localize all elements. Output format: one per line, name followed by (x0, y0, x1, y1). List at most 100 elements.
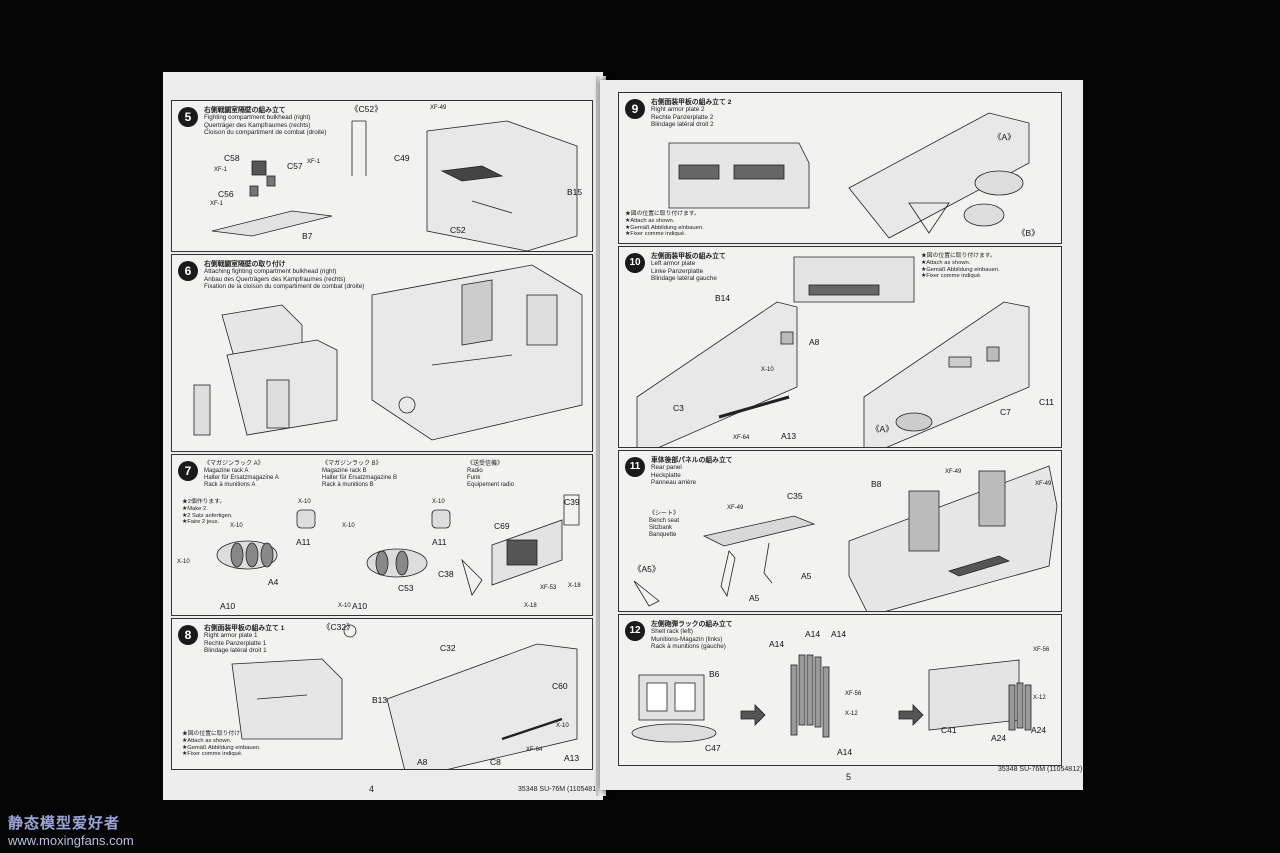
step-11-drawing (633, 465, 1058, 611)
step-10-panel: 10 左側面装甲板の組み立て Left armor plate Linke Pa… (618, 246, 1062, 448)
step-title-en: Right armor plate 1 (204, 632, 258, 640)
step-title-en: Left armor plate (651, 260, 696, 268)
sub-title: Equipement radio (467, 482, 515, 488)
step-title-en: Rear panel (651, 464, 682, 472)
note-line: ★図の位置に取り付けます。 (625, 211, 700, 217)
note-line: ★Gemäß Abbildung einbauen. (182, 744, 261, 751)
paint-label: X-10 (338, 603, 351, 609)
note-line: ★Fixer comme indiqué. (625, 231, 686, 238)
step-7-panel: 7 《マガジンラック A》 Magazine rack A Halter für… (171, 454, 593, 616)
note-line: ★Gemäß Abbildung einbauen. (625, 224, 704, 231)
page-number: 5 (846, 772, 852, 782)
part-label: A14 (805, 629, 821, 639)
step-title-de: Rechte Panzerplatte 2 (651, 113, 714, 121)
step-10-drawing (636, 256, 1030, 447)
inset-label: 《A》 (871, 424, 894, 434)
part-label: C32 (440, 643, 456, 653)
note-line: ★2個作ります。 (182, 499, 226, 505)
step-titles: 右側戦闘室隔壁の取り付け Attaching fighting compartm… (204, 261, 364, 290)
part-label: A11 (432, 537, 447, 547)
step-number: 6 (178, 261, 198, 281)
part-label: C52 (450, 225, 466, 235)
sub-title: Magazine rack B (322, 468, 367, 474)
step-titles: 右側戦闘室隔壁の組み立て Fighting compartment bulkhe… (204, 107, 327, 136)
step-title-jp: 左側面装甲板の組み立て (651, 253, 726, 260)
step-title-jp: 右側面装甲板の組み立て 2 (651, 99, 732, 106)
step-title-jp: 右側面装甲板の組み立て 1 (204, 625, 285, 632)
sub-title: Sitzbank (649, 525, 673, 531)
step-6-drawing (193, 264, 583, 441)
step-8-panel: 8 右側面装甲板の組み立て 1 Right armor plate 1 Rech… (171, 618, 593, 770)
note-line: ★Fixer comme indiqué. (182, 751, 243, 758)
part-label: B7 (302, 231, 313, 241)
part-label: A5 (801, 571, 812, 581)
part-label: C38 (438, 569, 454, 579)
step-8-drawing (231, 624, 578, 769)
part-label: A24 (991, 733, 1007, 743)
paint-label: X-18 (568, 583, 581, 589)
part-label: C56 (218, 189, 234, 199)
note-line: ★Attach as shown. (625, 217, 675, 224)
step-12-panel: 12 左側砲弾ラックの組み立て Shell rack (left) Muniti… (618, 614, 1062, 766)
attach-note: ★図の位置に取り付けます。 ★Attach as shown. ★Gemäß A… (921, 253, 1000, 280)
step-title-fr: Cloison du compartiment de combat (droit… (204, 128, 327, 136)
sub-title: 《マガジンラック B》 (322, 461, 382, 467)
paint-label: XF-53 (540, 585, 557, 591)
step-title-jp: 車体後部パネルの組み立て (651, 457, 733, 464)
paint-label: X-10 (761, 367, 774, 373)
paint-label: XF-64 (733, 435, 750, 441)
note-line: ★Fixer comme indiqué. (921, 273, 982, 280)
step-titles: 車体後部パネルの組み立て Rear panel Heckplatte Panne… (651, 457, 733, 486)
part-label: B6 (709, 669, 720, 679)
paint-label: XF-1 (214, 167, 228, 173)
paint-label: XF-1 (307, 159, 321, 165)
sub-title: 《シート》 (649, 511, 680, 517)
part-label: C49 (394, 153, 410, 163)
part-label: A14 (831, 629, 847, 639)
left-page: 5 右側戦闘室隔壁の組み立て Fighting compartment bulk… (163, 72, 603, 800)
page-footer: 35348 SU-76M (11054812) (998, 766, 1083, 773)
step-11-panel: 11 車体後部パネルの組み立て Rear panel Heckplatte Pa… (618, 450, 1062, 612)
step-title-de: Rechte Panzerplatte 1 (204, 639, 267, 647)
part-label: A24 (1031, 725, 1047, 735)
step-number: 12 (625, 621, 645, 641)
part-label: A14 (769, 639, 785, 649)
step-number: 7 (178, 461, 198, 481)
step-title-en: Fighting compartment bulkhead (right) (204, 114, 311, 122)
attach-note: ★図の位置に取り付けます。 ★Attach as shown. ★Gemäß A… (625, 211, 704, 238)
part-label: C39 (564, 497, 580, 507)
paint-label: X-12 (1033, 695, 1046, 701)
note-line: ★Attach as shown. (182, 737, 232, 744)
step-titles: 右側面装甲板の組み立て 2 Right armor plate 2 Rechte… (651, 99, 731, 128)
step-title-en: Shell rack (left) (651, 628, 693, 636)
step-5-panel: 5 右側戦闘室隔壁の組み立て Fighting compartment bulk… (171, 100, 593, 252)
step-title-fr: Rack à munitions (gauche) (651, 642, 726, 650)
sub-title: Halter für Ersatzmagazine A (204, 475, 279, 481)
step-title-jp: 左側砲弾ラックの組み立て (651, 621, 733, 628)
step-title-fr: Blindage latéral droit 1 (204, 646, 267, 654)
part-label: B13 (372, 695, 388, 705)
note-line: ★2 Satz anfertigen. (182, 512, 233, 519)
right-page: 9 右側面装甲板の組み立て 2 Right armor plate 2 Rech… (600, 80, 1083, 790)
sub-title: Halter für Ersatzmagazine B (322, 475, 398, 481)
step-title-fr: Panneau arrière (651, 478, 697, 486)
paint-label: X-18 (524, 603, 537, 609)
part-label: A10 (352, 601, 368, 611)
inset-label: 《B》 (1017, 228, 1040, 238)
part-label: C8 (490, 757, 501, 767)
part-label: B8 (871, 479, 882, 489)
step-title-de: Munitions-Magazin (links) (651, 635, 723, 643)
paint-label: X-12 (845, 711, 858, 717)
step-number: 5 (178, 107, 198, 127)
paint-label: X-10 (432, 499, 445, 505)
note-line: ★図の位置に取り付けます。 (921, 253, 996, 259)
part-label: A4 (268, 577, 279, 587)
paint-label: X-10 (556, 723, 569, 729)
part-label: A13 (564, 753, 580, 763)
step-9-drawing (668, 112, 1030, 239)
part-label: B15 (567, 187, 583, 197)
sub-heading-bench: 《シート》 Bench seat Sitzbank Banquette (649, 511, 679, 539)
note-line: ★図の位置に取り付けます。 (182, 731, 257, 737)
sub-title: Banquette (649, 532, 677, 538)
part-label: C7 (1000, 407, 1011, 417)
